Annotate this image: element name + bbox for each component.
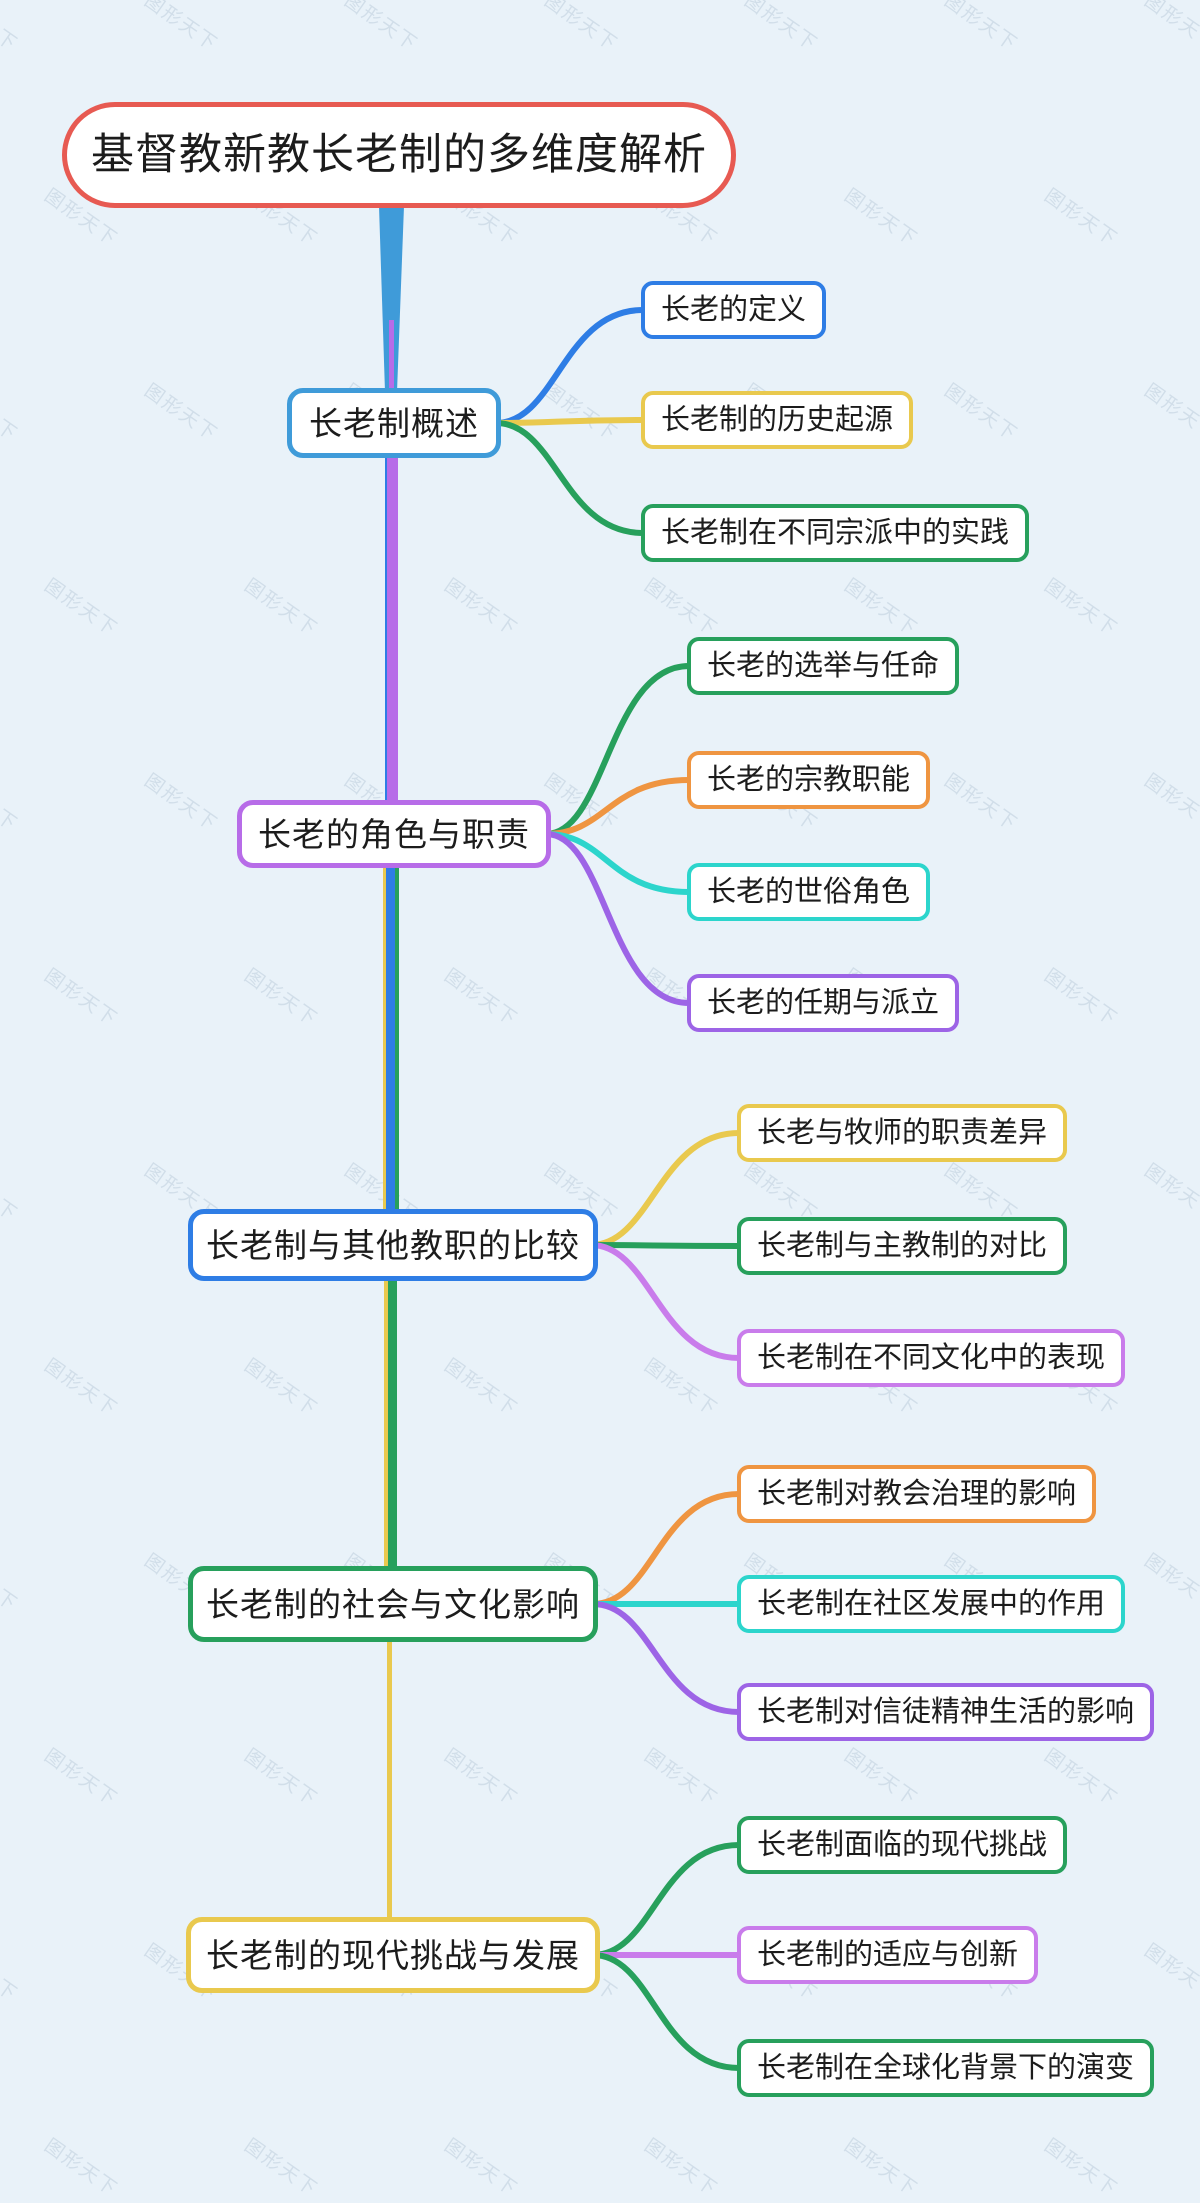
subtopic-5-2[interactable]: 长老制的适应与创新 <box>737 1926 1039 1984</box>
connector-2-3 <box>543 831 692 895</box>
subtopic-1-1-label: 长老的定义 <box>661 293 807 326</box>
subtopic-5-3-label: 长老制在全球化背景下的演变 <box>757 2051 1135 2084</box>
subtopic-4-3-label: 长老制对信徒精神生活的影响 <box>757 1695 1135 1728</box>
connector-3-3 <box>588 1242 742 1361</box>
main-topic-2[interactable]: 长老的角色与职责 <box>237 800 551 868</box>
subtopic-2-4-label: 长老的任期与派立 <box>707 986 940 1019</box>
connector-4-1 <box>590 1491 742 1607</box>
connector-5-1 <box>590 1842 742 1958</box>
main-topic-4[interactable]: 长老制的社会与文化影响 <box>188 1566 598 1642</box>
main-topic-4-label: 长老制的社会与文化影响 <box>206 1585 580 1623</box>
subtopic-1-2[interactable]: 长老制的历史起源 <box>641 391 914 449</box>
subtopic-5-1[interactable]: 长老制面临的现代挑战 <box>737 1816 1068 1874</box>
subtopic-2-2[interactable]: 长老的宗教职能 <box>687 751 931 809</box>
connector-2-1 <box>543 663 692 837</box>
subtopic-2-1-label: 长老的选举与任命 <box>707 649 940 682</box>
subtopic-4-2[interactable]: 长老制在社区发展中的作用 <box>737 1575 1126 1633</box>
connector-2-2 <box>543 777 692 837</box>
subtopic-1-1[interactable]: 长老的定义 <box>641 281 827 339</box>
subtopic-1-3-label: 长老制在不同宗派中的实践 <box>661 516 1010 549</box>
subtopic-3-1[interactable]: 长老与牧师的职责差异 <box>737 1104 1068 1162</box>
main-topic-5[interactable]: 长老制的现代挑战与发展 <box>186 1917 600 1993</box>
subtopic-5-3[interactable]: 长老制在全球化背景下的演变 <box>737 2039 1155 2097</box>
subtopic-5-2-label: 长老制的适应与创新 <box>757 1938 1019 1971</box>
subtopic-4-1[interactable]: 长老制对教会治理的影响 <box>737 1465 1097 1523</box>
subtopic-4-2-label: 长老制在社区发展中的作用 <box>757 1587 1106 1620</box>
root-topic-label: 基督教新教长老制的多维度解析 <box>91 130 707 179</box>
connector-4-3 <box>590 1601 742 1715</box>
subtopic-2-2-label: 长老的宗教职能 <box>707 763 911 796</box>
subtopic-2-3[interactable]: 长老的世俗角色 <box>687 863 931 921</box>
subtopic-2-4[interactable]: 长老的任期与派立 <box>687 974 960 1032</box>
connector-1-3 <box>493 420 646 536</box>
main-topic-1-label: 长老制概述 <box>309 404 479 442</box>
connector-2-4 <box>543 831 692 1006</box>
connector-1-1 <box>493 307 646 426</box>
subtopic-1-3[interactable]: 长老制在不同宗派中的实践 <box>641 504 1030 562</box>
subtopic-3-3[interactable]: 长老制在不同文化中的表现 <box>737 1329 1126 1387</box>
subtopic-3-3-label: 长老制在不同文化中的表现 <box>757 1341 1106 1374</box>
main-topic-5-label: 长老制的现代挑战与发展 <box>206 1936 580 1974</box>
main-topic-3[interactable]: 长老制与其他教职的比较 <box>188 1209 598 1281</box>
subtopic-2-1[interactable]: 长老的选举与任命 <box>687 637 960 695</box>
root-topic[interactable]: 基督教新教长老制的多维度解析 <box>62 102 736 208</box>
subtopic-1-2-label: 长老制的历史起源 <box>661 403 894 436</box>
main-topic-1[interactable]: 长老制概述 <box>287 388 501 458</box>
main-topic-2-label: 长老的角色与职责 <box>258 815 530 853</box>
connector-1-2 <box>493 417 646 426</box>
trunk-segment-root-to-branch1 <box>379 206 404 392</box>
subtopic-4-3[interactable]: 长老制对信徒精神生活的影响 <box>737 1683 1155 1741</box>
main-topic-3-label: 长老制与其他教职的比较 <box>206 1226 580 1264</box>
subtopic-3-1-label: 长老与牧师的职责差异 <box>757 1116 1048 1149</box>
subtopic-5-1-label: 长老制面临的现代挑战 <box>757 1828 1048 1861</box>
connector-3-2 <box>588 1242 742 1249</box>
subtopic-3-2[interactable]: 长老制与主教制的对比 <box>737 1217 1068 1275</box>
connector-3-1 <box>588 1130 742 1248</box>
subtopic-4-1-label: 长老制对教会治理的影响 <box>757 1477 1077 1510</box>
subtopic-2-3-label: 长老的世俗角色 <box>707 875 911 908</box>
subtopic-3-2-label: 长老制与主教制的对比 <box>757 1229 1048 1262</box>
connector-5-3 <box>590 1952 742 2071</box>
